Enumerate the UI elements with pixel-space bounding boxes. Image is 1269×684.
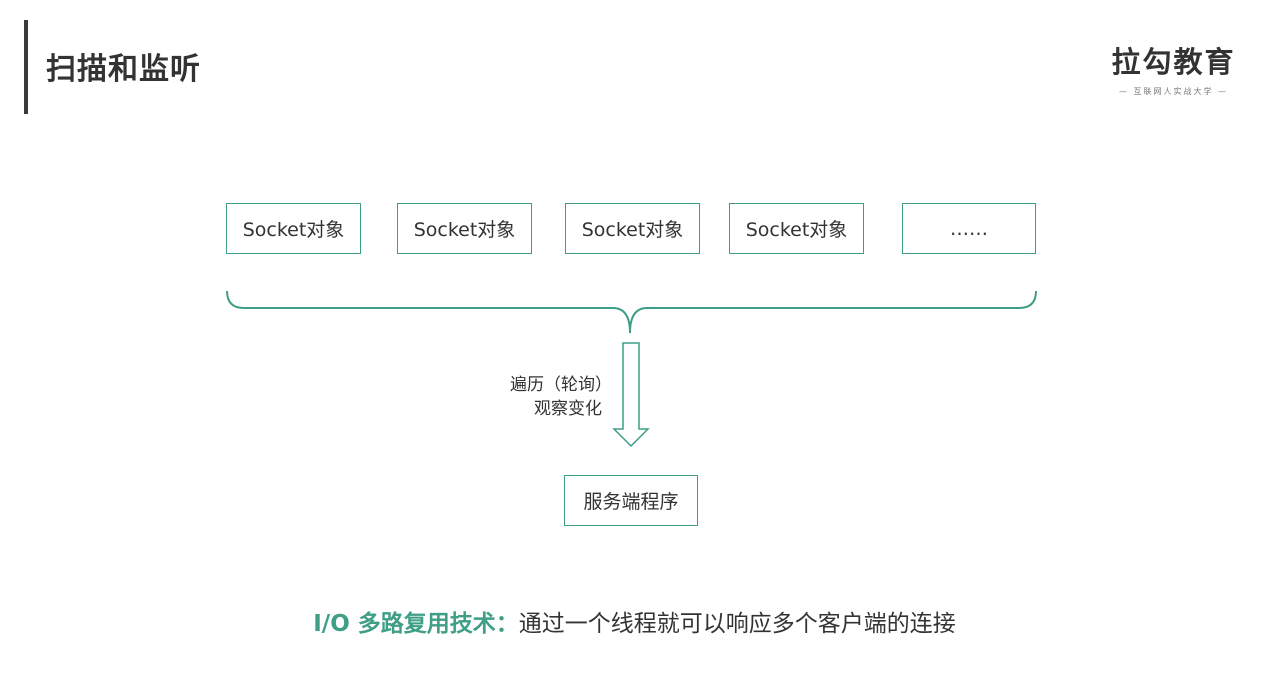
socket-object-box: Socket对象 — [397, 203, 532, 254]
title-accent-bar — [24, 20, 28, 114]
socket-object-box: Socket对象 — [729, 203, 864, 254]
caption: I/O 多路复用技术：通过一个线程就可以响应多个客户端的连接 — [0, 604, 1269, 638]
edge-label-polling: 遍历（轮询） — [510, 375, 612, 395]
grouping-brace — [226, 290, 1037, 334]
logo-tagline: — 互联网人实战大学 — — [1118, 87, 1229, 96]
socket-object-box: Socket对象 — [226, 203, 361, 254]
edge-label-observe: 观察变化 — [534, 399, 602, 419]
slide-title: 扫描和监听 — [46, 52, 201, 87]
caption-description: 通过一个线程就可以响应多个客户端的连接 — [518, 611, 956, 637]
socket-object-box: Socket对象 — [565, 203, 700, 254]
caption-term: I/O 多路复用技术： — [313, 611, 519, 637]
server-program-box: 服务端程序 — [564, 475, 698, 526]
down-arrow — [612, 342, 650, 448]
ellipsis-box: …… — [902, 203, 1036, 254]
logo-wordmark: 拉勾教育 — [1111, 45, 1236, 79]
brand-logo: 拉勾教育 — 互联网人实战大学 — — [1111, 44, 1236, 97]
